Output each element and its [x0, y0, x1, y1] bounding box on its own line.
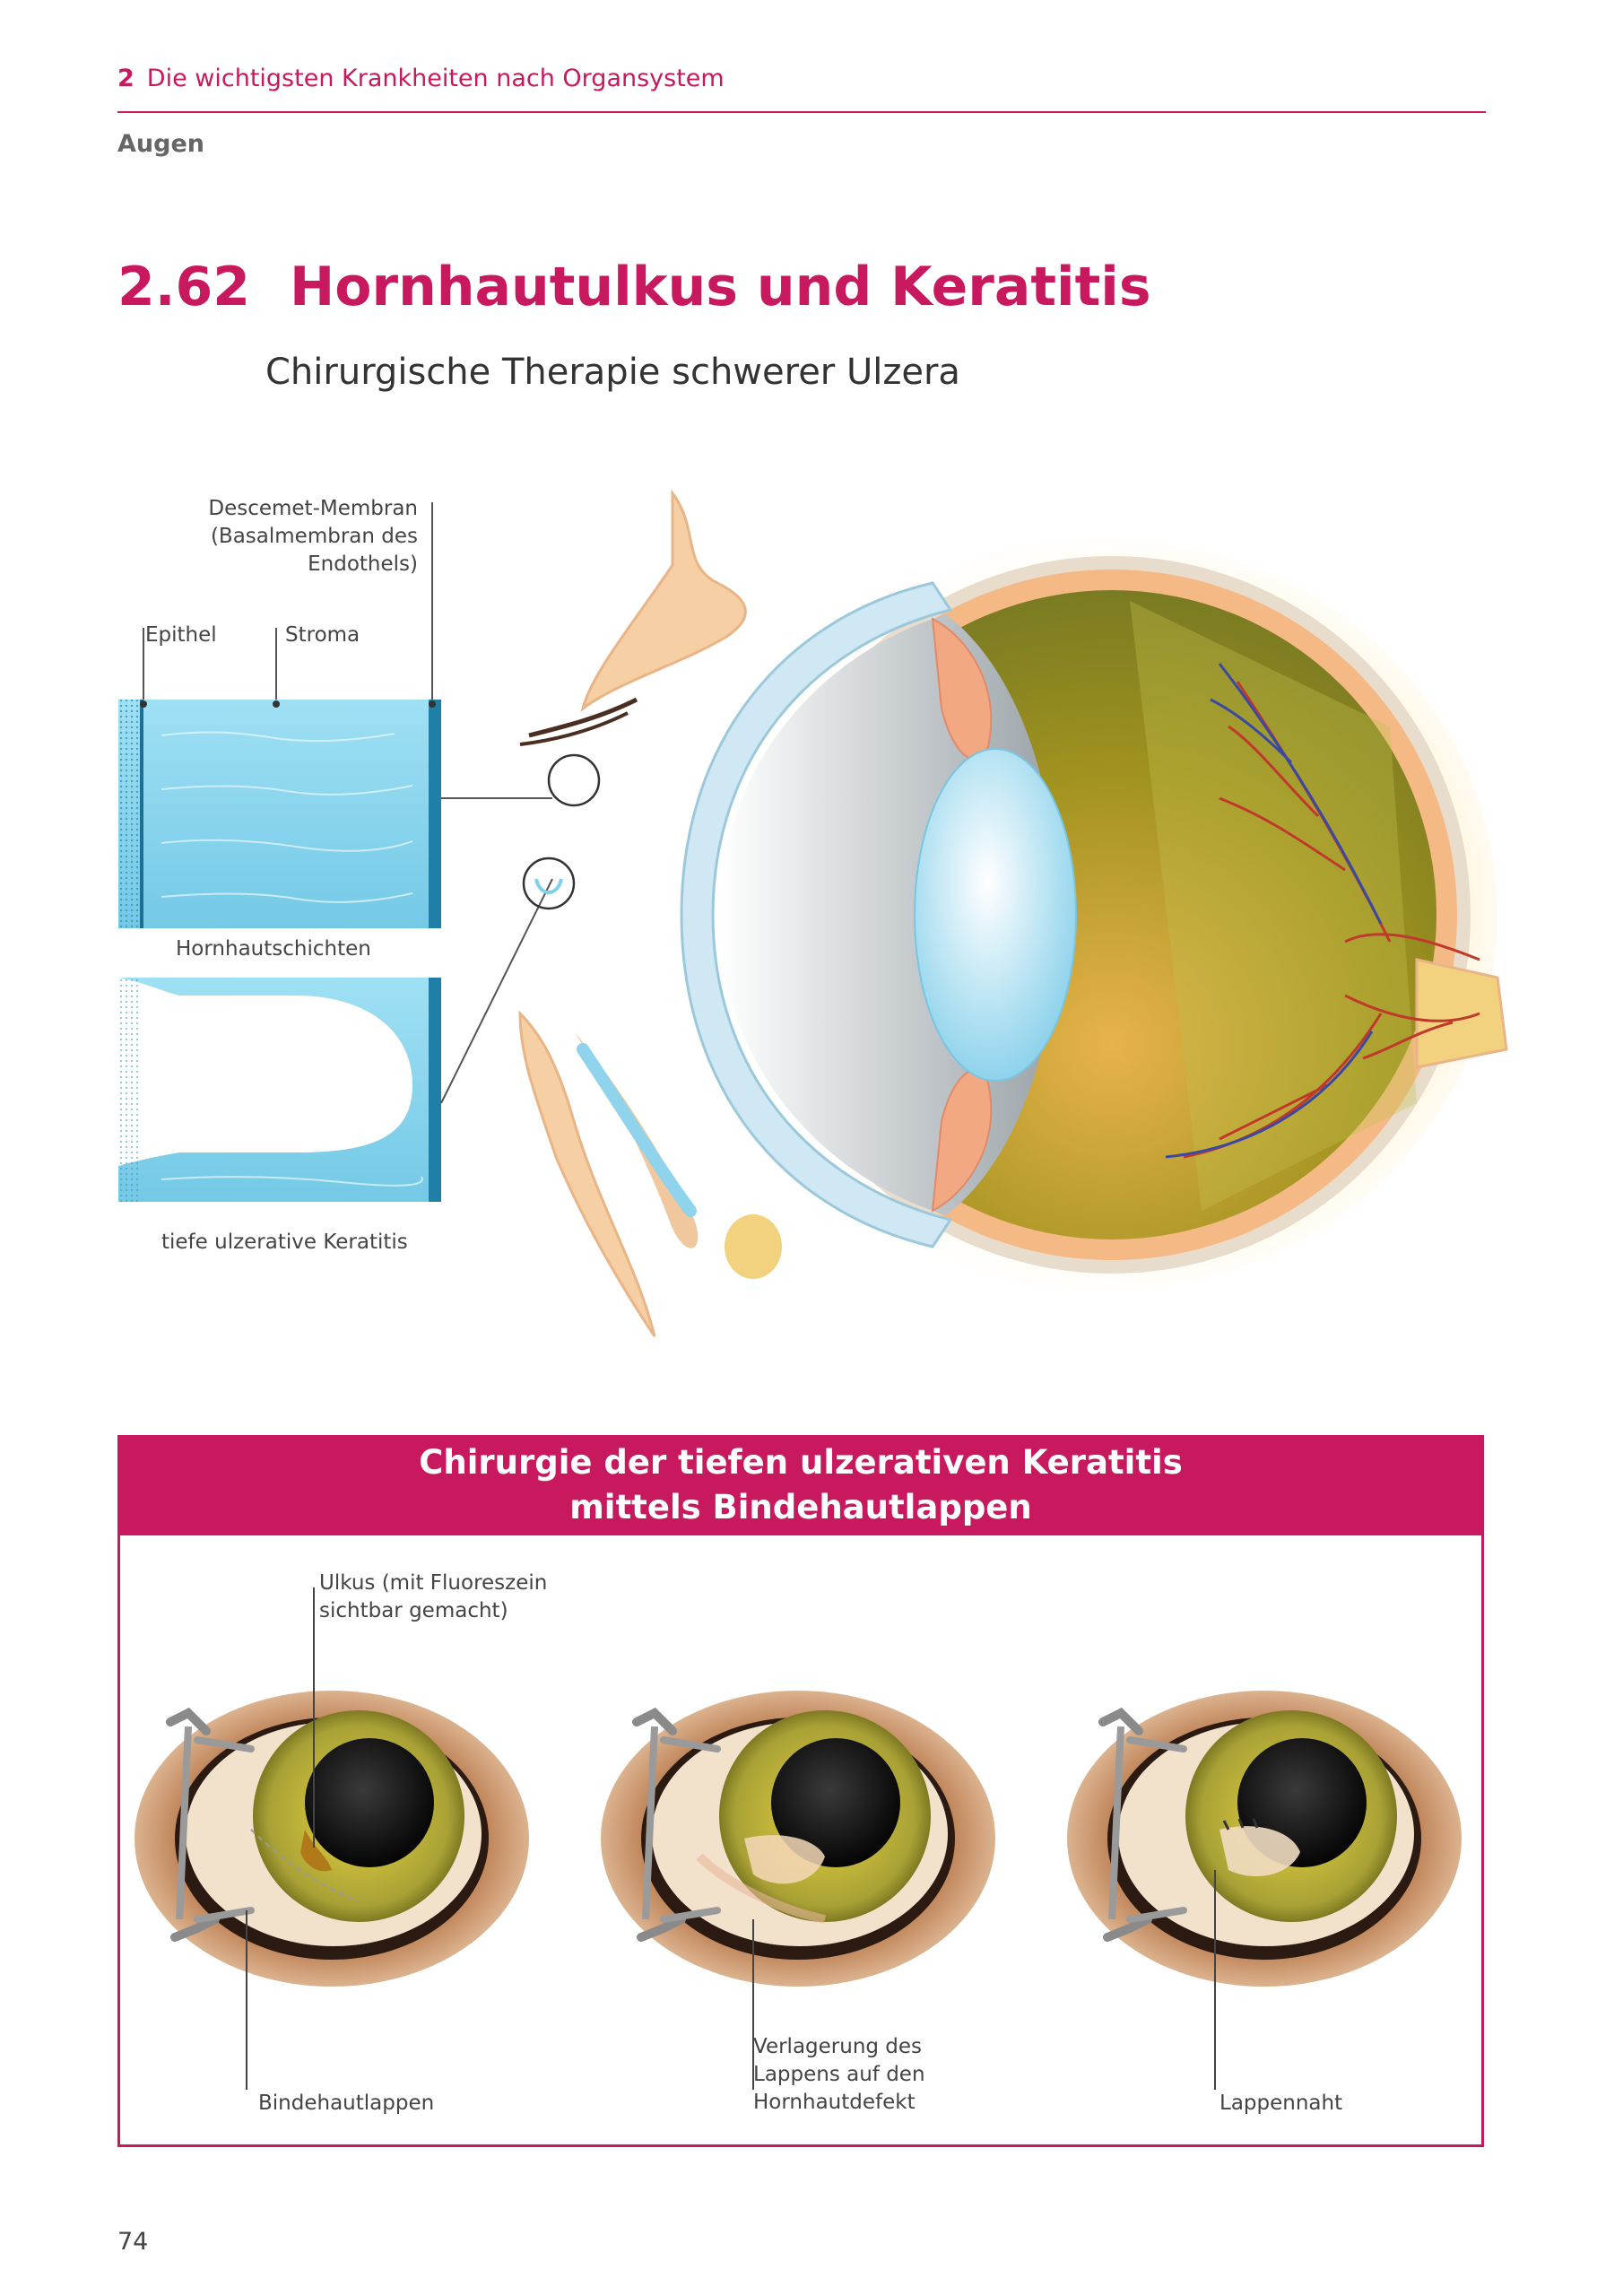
label-bindehautlappen: Bindehautlappen — [258, 2092, 435, 2115]
page-subtitle: Chirurgische Therapie schwerer Ulzera — [265, 352, 960, 393]
surgery-step-1 — [135, 1587, 529, 2090]
header-rule — [117, 111, 1486, 113]
surgery-panel-header: Chirurgie der tiefen ulzerativen Keratit… — [117, 1435, 1484, 1535]
surgery-step-3 — [1067, 1691, 1462, 2090]
label-hornhautschichten: Hornhautschichten — [176, 937, 371, 961]
ulcer-cornea-block — [118, 978, 441, 1202]
page-number: 74 — [117, 2228, 149, 2256]
cornea-layers-illustration — [118, 502, 553, 1202]
label-ulkus: Ulkus (mit Fluoreszein sichtbar gemacht) — [319, 1571, 548, 1622]
title-number: 2.62 — [117, 256, 251, 318]
label-epithel: Epithel — [145, 623, 217, 647]
eye-cross-section-illustration — [518, 489, 1508, 1337]
normal-cornea-block — [118, 700, 441, 928]
chapter-number: 2 — [117, 65, 135, 92]
label-descemet: Descemet-Membran (Basalmembran des Endot… — [208, 497, 418, 576]
label-stroma: Stroma — [285, 623, 360, 647]
label-verlagerung: Verlagerung des Lappens auf den Hornhaut… — [753, 2035, 925, 2114]
section-label: Augen — [117, 130, 204, 158]
surgery-steps-illustration — [135, 1587, 1480, 2090]
surgery-step-2 — [601, 1691, 995, 2090]
running-header: 2 Die wichtigsten Krankheiten nach Organs… — [117, 65, 725, 92]
title-text: Hornhautulkus und Keratitis — [290, 256, 1151, 318]
label-ulcer: tiefe ulzerative Keratitis — [161, 1231, 408, 1254]
chapter-title: Die wichtigsten Krankheiten nach Organsy… — [146, 65, 725, 92]
page-title: 2.62 Hornhautulkus und Keratitis — [117, 256, 1151, 318]
label-lappennaht: Lappennaht — [1219, 2092, 1343, 2115]
